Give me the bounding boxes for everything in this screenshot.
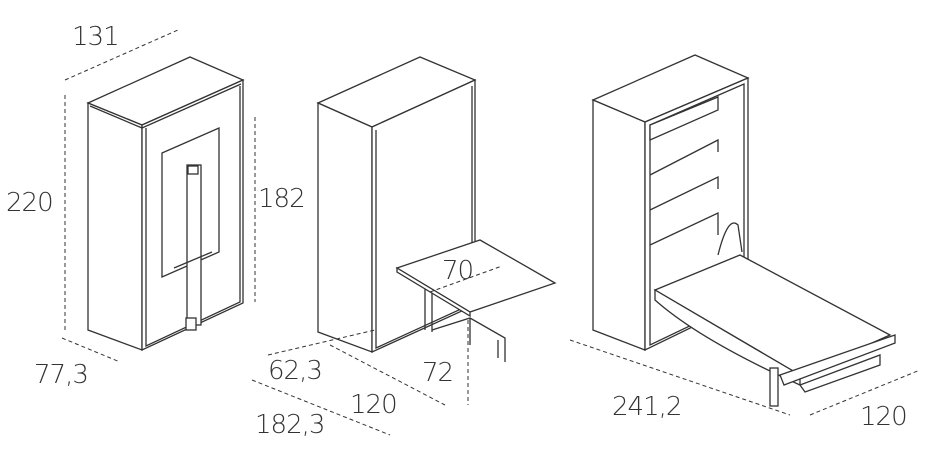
dim-total-depth-desk: 182,3 xyxy=(255,410,325,440)
dim-table-depth: 70 xyxy=(442,256,474,286)
dim-depth-desk: 62,3 xyxy=(268,356,323,386)
dim-table-width: 120 xyxy=(350,390,398,420)
dim-width-closed: 131 xyxy=(72,22,120,52)
desk-cabinet xyxy=(316,56,557,362)
dim-bed-width: 120 xyxy=(860,402,908,432)
bed-cabinet xyxy=(591,54,896,407)
dim-total-depth-bed: 241,2 xyxy=(612,392,682,422)
dim-table-height: 72 xyxy=(422,358,454,388)
dim-height-closed: 220 xyxy=(6,188,54,218)
dim-depth-closed: 77,3 xyxy=(34,360,89,390)
dim-inner-height: 182 xyxy=(258,184,306,214)
closed-cabinet xyxy=(86,56,245,352)
